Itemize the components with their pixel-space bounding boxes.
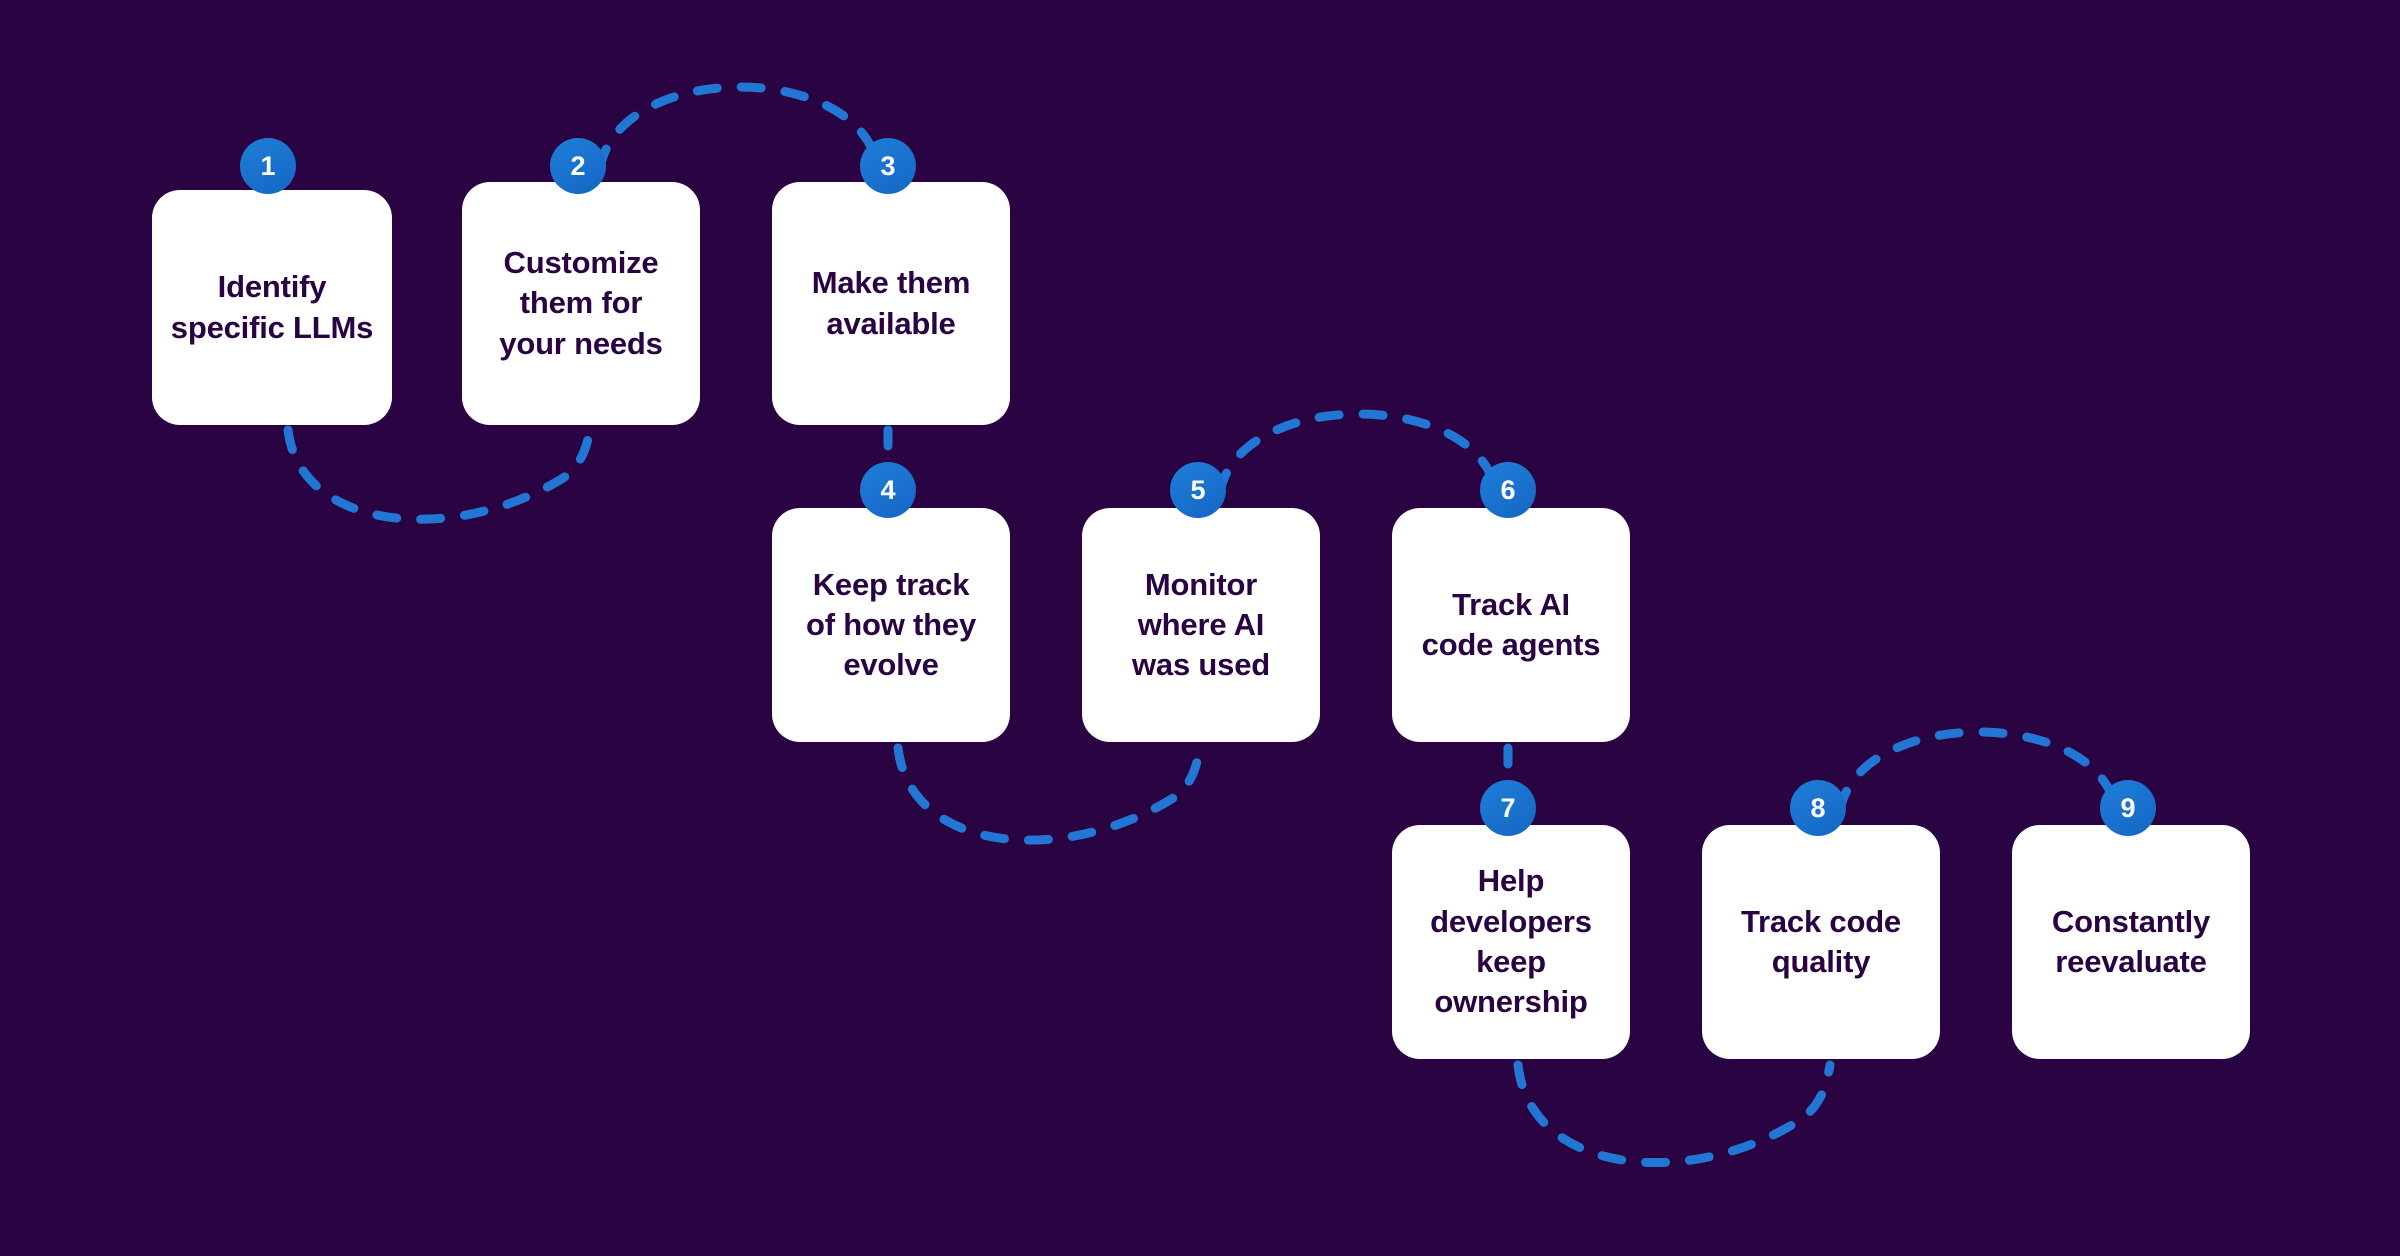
step-number-badge-9[interactable]: 9 — [2100, 780, 2156, 836]
step-card-label-5: Monitor where AI was used — [1132, 566, 1270, 683]
step-number-badge-4[interactable]: 4 — [860, 462, 916, 518]
step-number-badge-3[interactable]: 3 — [860, 138, 916, 194]
step-number-text-3: 3 — [880, 150, 896, 181]
step-card-label-7: Help developers keep ownership — [1430, 863, 1592, 1020]
step-card-7[interactable]: Help developers keep ownership — [1392, 825, 1630, 1059]
step-card-1[interactable]: Identify specific LLMs — [152, 190, 392, 425]
connector-step-5-to-step-6 — [1215, 409, 1501, 497]
connector-step-8-to-step-9 — [1835, 727, 2121, 815]
step-number-text-8: 8 — [1810, 792, 1826, 823]
step-number-badge-8[interactable]: 8 — [1790, 780, 1846, 836]
step-number-badge-1[interactable]: 1 — [240, 138, 296, 194]
step-card-5[interactable]: Monitor where AI was used — [1082, 508, 1320, 742]
step-number-text-2: 2 — [570, 150, 586, 181]
connector-step-7-to-step-8 — [1513, 1060, 1835, 1167]
connector-step-4-to-step-5 — [893, 743, 1205, 845]
step-card-label-9: Constantly reevaluate — [2051, 903, 2211, 979]
step-card-4[interactable]: Keep track of how they evolve — [772, 508, 1010, 742]
step-card-6[interactable]: Track AI code agents — [1392, 508, 1630, 742]
step-card-2[interactable]: Customize them for your needs — [462, 182, 700, 425]
step-card-label-1: Identify specific LLMs — [170, 269, 374, 345]
step-number-badge-7[interactable]: 7 — [1480, 780, 1536, 836]
step-card-label-3: Make them available — [811, 265, 971, 341]
step-card-label-8: Track code quality — [1741, 903, 1901, 979]
step-card-9[interactable]: Constantly reevaluate — [2012, 825, 2250, 1059]
connector-step-2-to-step-3 — [595, 82, 883, 173]
step-number-text-9: 9 — [2120, 792, 2136, 823]
step-card-label-6: Track AI code agents — [1421, 586, 1601, 662]
step-card-8[interactable]: Track code quality — [1702, 825, 1940, 1059]
step-number-text-1: 1 — [260, 150, 276, 181]
step-number-badge-5[interactable]: 5 — [1170, 462, 1226, 518]
step-number-text-4: 4 — [880, 474, 896, 505]
connector-step-1-to-step-2 — [283, 425, 595, 524]
step-card-label-4: Keep track of how they evolve — [805, 566, 976, 683]
step-number-text-6: 6 — [1500, 474, 1516, 505]
step-number-badge-6[interactable]: 6 — [1480, 462, 1536, 518]
step-number-badge-2[interactable]: 2 — [550, 138, 606, 194]
step-card-3[interactable]: Make them available — [772, 182, 1010, 425]
step-number-text-5: 5 — [1190, 474, 1206, 505]
step-number-text-7: 7 — [1500, 792, 1516, 823]
step-card-label-2: Customize them for your needs — [499, 245, 663, 361]
